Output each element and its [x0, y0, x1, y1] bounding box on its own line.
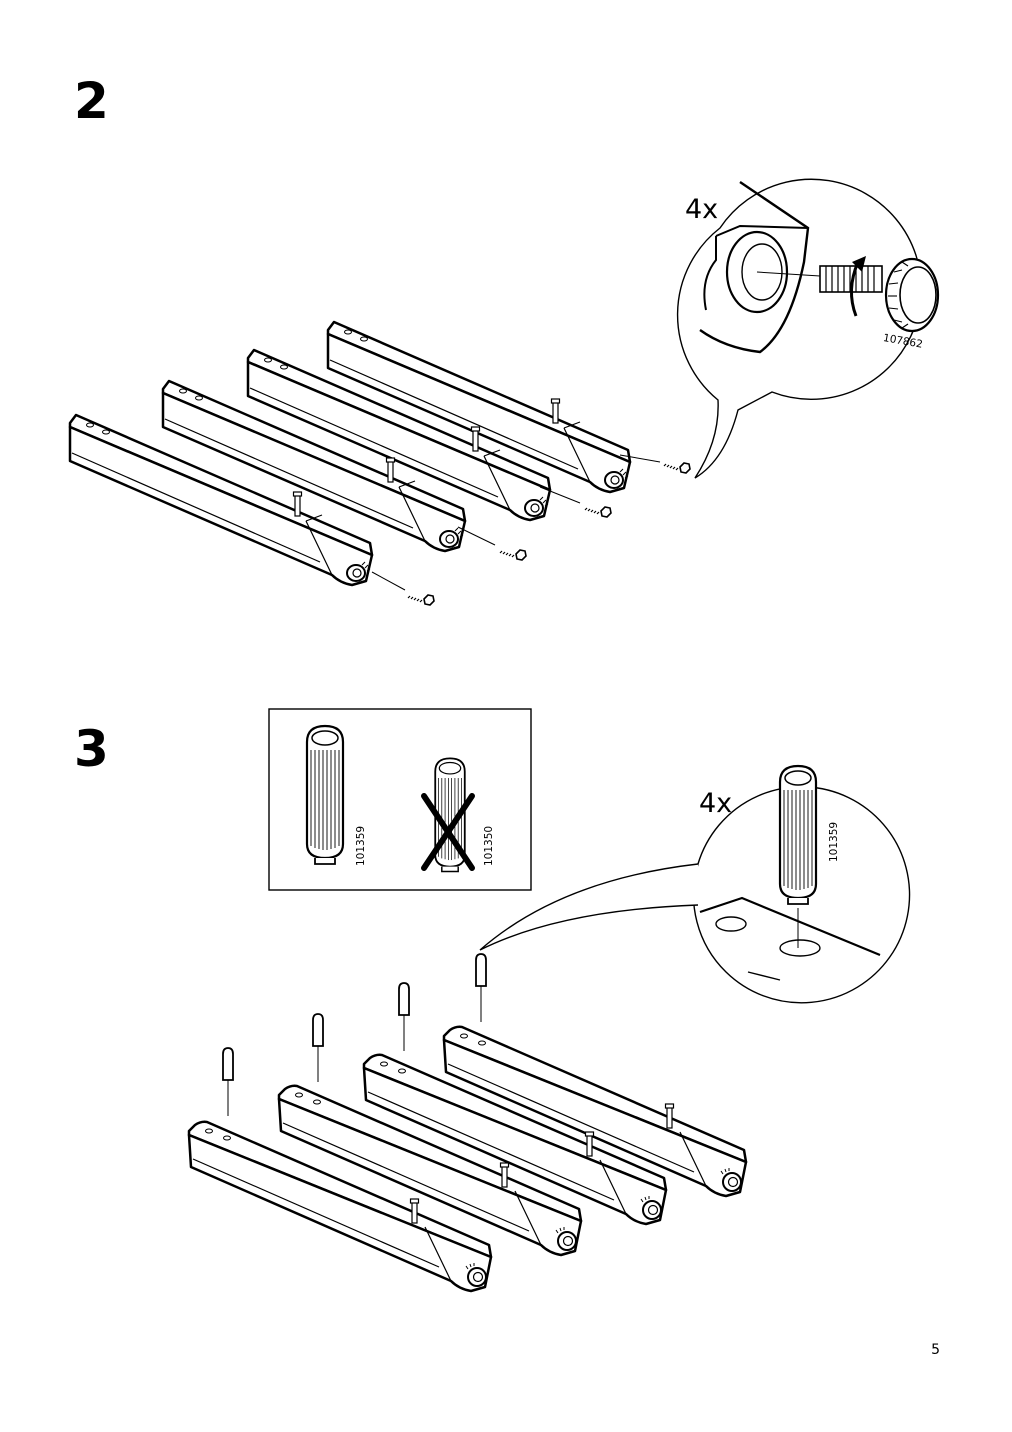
- knob-icon: [884, 257, 940, 333]
- screw-icon: [584, 506, 612, 518]
- dowel-icon: [312, 1013, 324, 1083]
- rotate-arrow-icon: [850, 261, 860, 317]
- dowel-icon: [398, 982, 410, 1052]
- step2-screws: [371, 454, 691, 606]
- page-number: 5: [931, 1342, 940, 1358]
- dowel-icon: [305, 724, 345, 866]
- step3-detail-bubble: [479, 764, 911, 1004]
- screw-icon: [407, 594, 435, 606]
- step2-legs: [68, 320, 632, 587]
- step-number: 2: [74, 72, 109, 130]
- step3-legs: [187, 953, 748, 1293]
- dowel-icon: [475, 953, 487, 1023]
- wrong-cross-icon: [421, 793, 475, 871]
- step-number: 3: [74, 720, 109, 778]
- dowel-icon: [778, 764, 818, 906]
- screw-icon: [499, 549, 527, 561]
- part-number: 101350: [483, 825, 495, 866]
- screw-icon: [663, 462, 691, 474]
- quantity-label: 4x: [685, 194, 719, 225]
- dowel-icon: [222, 1047, 234, 1117]
- quantity-label: 4x: [699, 788, 733, 819]
- step2-detail-bubble: [676, 178, 940, 479]
- part-number: 101359: [828, 821, 840, 862]
- part-number: 101359: [355, 825, 367, 866]
